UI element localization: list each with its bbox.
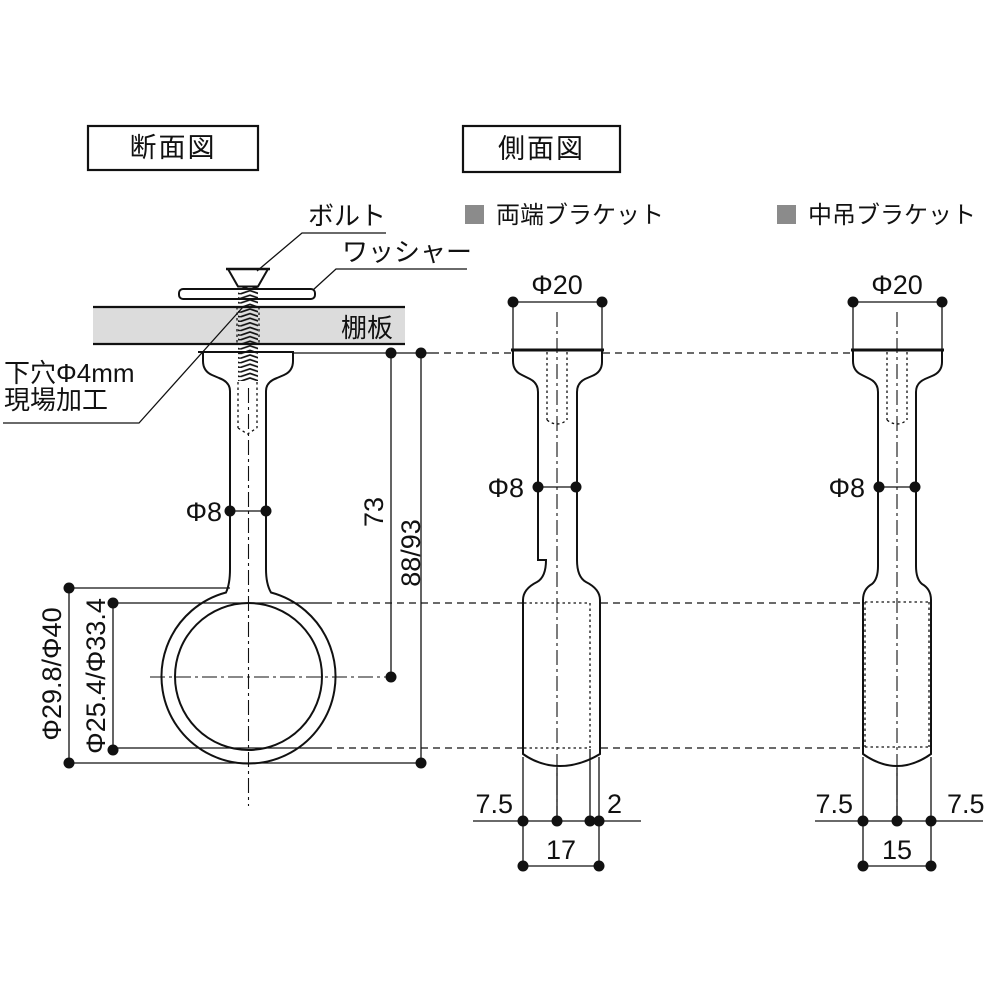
bolt-thread: [238, 278, 258, 381]
dim-center-stem-dia: Φ8: [828, 473, 865, 503]
cross-section-title-box: [86, 124, 260, 172]
dim-center-offset-left: 7.5: [815, 789, 853, 819]
dim-end-offset-left: 7.5: [475, 789, 513, 819]
pilot-hole-leader: [3, 306, 244, 424]
pilot-hole-label-line2: 現場加工: [4, 385, 108, 415]
dim-center-offset-right: 7.5: [947, 789, 985, 819]
side-view-title: 側面図: [498, 134, 585, 164]
legends: 両端ブラケット 中吊ブラケット: [465, 202, 976, 229]
dim-center-cap-dia: Φ20: [871, 270, 923, 300]
cross-section-title: 断面図: [130, 133, 217, 163]
end-bracket-legend-label: 両端ブラケット: [496, 202, 664, 229]
dim-73: 73: [359, 497, 389, 527]
center-bracket-tap-hole-hidden: [886, 352, 908, 425]
dim-end-body-width: 17: [546, 835, 576, 865]
dimension-dots: [63, 296, 948, 872]
center-bracket-legend-label: 中吊ブラケット: [808, 202, 976, 229]
end-bracket-legend-square: [465, 205, 484, 224]
end-bracket-bore-hidden: [524, 602, 591, 749]
center-bracket-bore-hidden: [864, 601, 930, 748]
bolt-head: [226, 268, 270, 288]
dim-inner-dia: Φ25.4/Φ33.4: [81, 598, 111, 754]
bolt-assembly: [178, 267, 316, 381]
hidden-lines: [236, 307, 930, 749]
center-bracket-legend-square: [777, 205, 796, 224]
dim-center-body-width: 15: [882, 835, 912, 865]
cross-section-tap-hole-hidden: [237, 382, 258, 435]
dimension-lines: [68, 301, 983, 867]
bolt-leader: [256, 232, 386, 272]
dim-end-offset-right: 2: [607, 789, 622, 819]
dim-stem-dia-cross: Φ8: [185, 497, 222, 527]
leader-lines: [3, 232, 467, 424]
washer-label: ワッシャー: [342, 237, 472, 267]
dim-end-cap-dia: Φ20: [531, 270, 583, 300]
dimension-texts: Φ8 73 88/93 Φ29.8/Φ40 Φ25.4/Φ33.4 Φ20 Φ8…: [37, 270, 985, 865]
center-cap-dia-dim: [852, 301, 943, 349]
center-lines: [150, 312, 898, 818]
pilot-hole-label-line1: 下穴Φ4mm: [4, 358, 135, 388]
section-titles: 断面図 側面図: [86, 124, 622, 174]
dim-end-stem-dia: Φ8: [487, 473, 524, 503]
dim-88-93: 88/93: [396, 519, 426, 587]
bolt-label: ボルト: [308, 201, 386, 231]
washer-leader: [312, 268, 467, 291]
end-cap-dia-dim: [512, 301, 603, 349]
side-view-title-box: [461, 124, 622, 174]
dim-outer-dia: Φ29.8/Φ40: [37, 607, 67, 740]
shelf-board-label: 棚板: [341, 313, 393, 343]
end-bracket-tap-hole-hidden: [546, 352, 568, 425]
callout-labels: ボルト ワッシャー 棚板 下穴Φ4mm 現場加工: [4, 201, 472, 415]
